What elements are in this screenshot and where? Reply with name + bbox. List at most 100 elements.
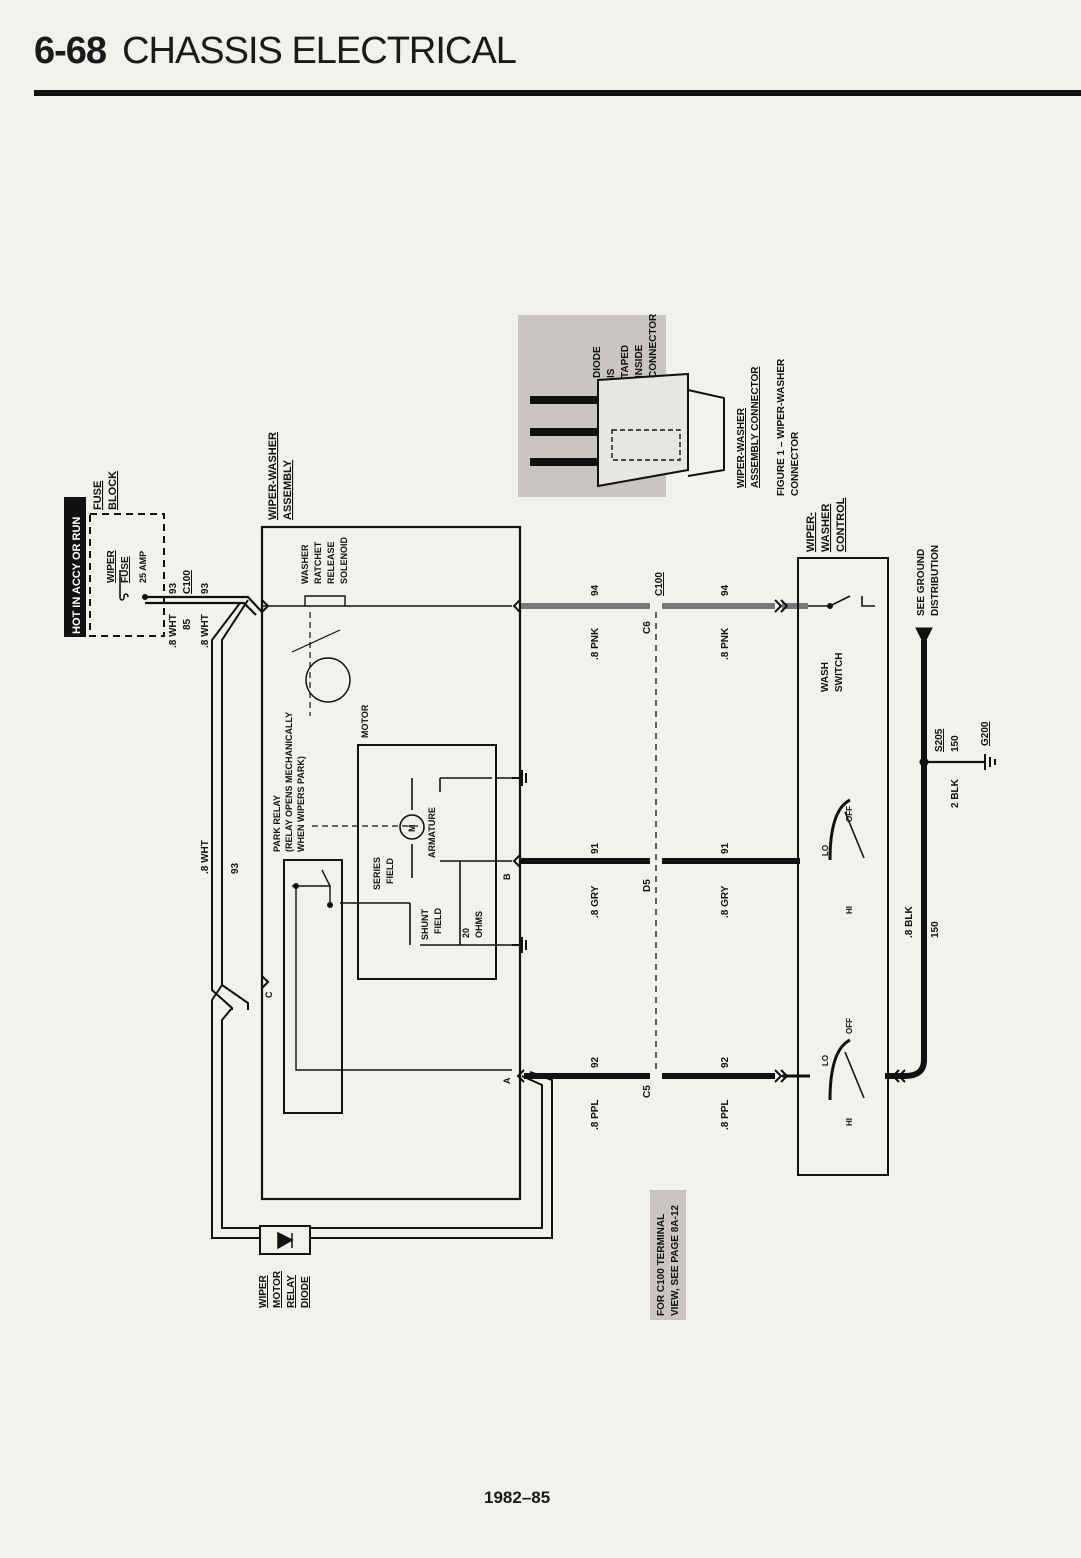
switch2-lo: LO [821, 1055, 830, 1066]
d5-label: D5 [642, 879, 653, 892]
series-field-label-1: SERIES [372, 857, 382, 890]
wiper-fuse-label-3: 25 AMP [138, 551, 148, 583]
solenoid-label-4: SOLENOID [339, 536, 349, 584]
w92-num-2: 92 [720, 1056, 731, 1068]
page-number: 6-68 [34, 30, 107, 72]
wire-93-num-3: 93 [230, 862, 241, 874]
w94-num-2: 94 [720, 584, 731, 596]
g200-label: G200 [980, 721, 991, 746]
fuse-block-label-1: FUSE [92, 481, 104, 510]
wire-wht-size-1: .8 WHT [168, 614, 179, 648]
svg-text:HOT IN ACCY OR RUN: HOT IN ACCY OR RUN [71, 517, 83, 634]
diode-taped-2: IS [606, 368, 617, 378]
components [89, 315, 996, 1255]
terminal-c: C [264, 991, 274, 998]
switch1-hi: HI [845, 906, 854, 914]
c5-label: C5 [642, 1085, 653, 1098]
diode-taped-4: INSIDE [634, 344, 645, 378]
terminal-a: A [502, 1077, 512, 1084]
see-ground-2: DISTRIBUTION [930, 545, 941, 616]
wire-85-num: 85 [182, 618, 193, 630]
w150-num-1: 150 [950, 735, 961, 752]
w150-num-2: 150 [930, 921, 941, 938]
wiper-fuse-label-1: WIPER [106, 549, 117, 583]
see-ground-1: SEE GROUND [916, 549, 927, 616]
motor-label: MOTOR [360, 704, 370, 738]
series-field-label-2: FIELD [385, 858, 395, 884]
switch1-lo: LO [821, 845, 830, 856]
control-label-2: WASHER [820, 504, 832, 552]
w92-size-1: .8 PPL [590, 1099, 601, 1130]
shunt-field-label-2: FIELD [433, 908, 443, 934]
s205-label: S205 [934, 728, 945, 752]
wiper-washer-assembly-outline [260, 525, 522, 1201]
section-title: CHASSIS ELECTRICAL [122, 30, 517, 72]
armature-label: ARMATURE [427, 807, 437, 858]
c100-top-label: C100 [182, 570, 193, 594]
diode-box [259, 1225, 311, 1255]
diode-label-4: DIODE [300, 1276, 311, 1308]
park-relay-label-1: PARK RELAY [272, 795, 282, 852]
ohms-label-1: 20 [461, 928, 471, 938]
c100-note-1: FOR C100 TERMINAL [656, 1214, 667, 1316]
wiper-washer-control-box [797, 557, 889, 1176]
w94-size-2: .8 PNK [720, 627, 731, 660]
assembly-connector-1: WIPER-WASHER [736, 407, 747, 488]
control-label-3: CONTROL [835, 497, 847, 552]
w92-num-1: 92 [590, 1056, 601, 1068]
wire-93-num-2: 93 [200, 582, 211, 594]
assembly-connector-2: ASSEMBLY CONNECTOR [750, 366, 761, 488]
wash-switch-label-1: WASH [820, 662, 831, 692]
wiper-fuse-label-2: FUSE [120, 556, 131, 583]
diode-label-3: RELAY [286, 1275, 297, 1308]
ohms-label-2: OHMS [474, 911, 484, 938]
w94-num-1: 94 [590, 584, 601, 596]
w91-num-1: 91 [590, 842, 601, 854]
solenoid-label-1: WASHER [300, 544, 310, 584]
page-header: 6-68 CHASSIS ELECTRICAL [34, 30, 517, 73]
hot-label: HOT IN ACCY OR RUN [64, 497, 86, 637]
park-relay-label-2: (RELAY OPENS MECHANICALLY [284, 712, 294, 852]
figure-caption-1: FIGURE 1 – WIPER-WASHER [776, 358, 787, 496]
w94-size-1: .8 PNK [590, 627, 601, 660]
switch1-off: OFF [845, 806, 854, 822]
c100-note-bg [650, 1190, 686, 1320]
park-relay-label-3: WHEN WIPERS PARK) [296, 756, 306, 852]
switch2-off: OFF [845, 1018, 854, 1034]
wire-93-num: 93 [168, 582, 179, 594]
wire-wht-size-3: .8 WHT [200, 840, 211, 874]
w2blk-label: 2 BLK [950, 778, 961, 808]
wires [145, 595, 985, 1239]
wire-wht-size-2: .8 WHT [200, 614, 211, 648]
w91-size-1: .8 GRY [590, 885, 601, 918]
motor-box [357, 744, 497, 980]
footer-years: 1982–85 [484, 1488, 551, 1507]
shunt-field-label-1: SHUNT [420, 908, 430, 940]
assembly-label-2: ASSEMBLY [282, 459, 294, 520]
control-label-1: WIPER- [805, 512, 817, 552]
c6-label: C6 [642, 621, 653, 634]
assembly-label-1: WIPER-WASHER [267, 432, 279, 520]
diode-label-2: MOTOR [272, 1270, 283, 1308]
switch2-hi: HI [845, 1118, 854, 1126]
w91-size-2: .8 GRY [720, 885, 731, 918]
w150-size: .8 BLK [904, 906, 915, 938]
solenoid-label-3: RELEASE [326, 541, 336, 584]
w91-num-2: 91 [720, 842, 731, 854]
c100-mid-label: C100 [654, 572, 665, 596]
header-rule [34, 90, 1081, 96]
wash-switch-label-2: SWITCH [834, 653, 845, 692]
terminal-b: B [502, 873, 512, 880]
w92-size-2: .8 PPL [720, 1099, 731, 1130]
fuse-block-outline [89, 513, 165, 637]
diode-label-1: WIPER [258, 1274, 269, 1308]
motor-m-label: M [407, 825, 417, 833]
diode-taped-5: CONNECTOR [648, 313, 659, 378]
park-relay-box [283, 859, 343, 1114]
diode-taped-3: TAPED [620, 345, 631, 378]
c100-note-2: VIEW, SEE PAGE 8A-12 [670, 1205, 681, 1316]
diode-taped-1: DIODE [592, 346, 603, 378]
fuse-block-label-2: BLOCK [107, 471, 119, 510]
figure-caption-2: CONNECTOR [790, 431, 801, 496]
